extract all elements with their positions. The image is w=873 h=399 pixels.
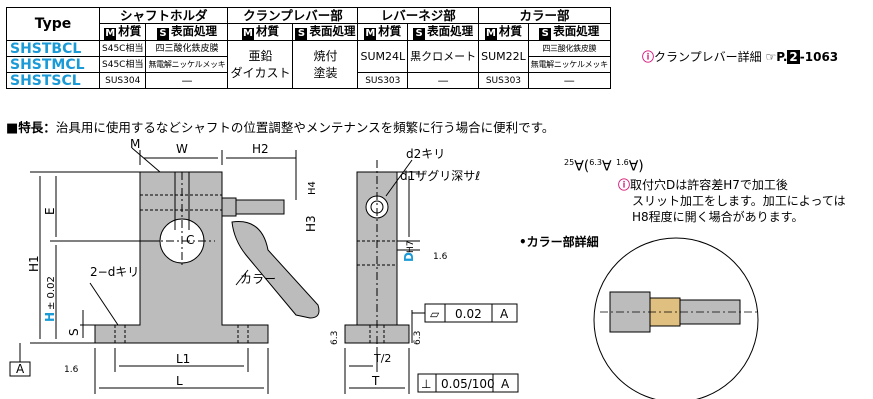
- label-c: C: [186, 233, 194, 247]
- label-perp: 0.05/100: [441, 377, 495, 391]
- clamp-material: 亜鉛ダイカスト: [227, 40, 294, 89]
- label-l1: L1: [176, 352, 190, 366]
- model-code: SHSTSCL: [6, 72, 100, 89]
- collar-surface: 無電解ニッケルメッキ: [527, 56, 611, 73]
- screw-surface: 黒クロメート: [407, 40, 480, 73]
- feature-text: ■特長：治具用に使用するなどシャフトの位置調整やメンテナンスを頻繁に行う場合に便…: [6, 120, 555, 136]
- flatness-symbol: ⏥: [430, 307, 440, 321]
- label-datum-a: A: [16, 362, 25, 376]
- label-hole: 2−dキリ: [90, 265, 139, 279]
- label-h1: H1: [27, 255, 41, 272]
- type-header: Type: [6, 7, 100, 41]
- page-ref-icon: ☞: [765, 50, 777, 64]
- label-e: E: [43, 207, 57, 215]
- holder-material: SUS304: [98, 72, 147, 89]
- roughness-symbols: 25∀(6.3∀ 1.6∀): [564, 158, 644, 175]
- mounting-hole-note: ⓘ取付穴Dは許容差H7で加工後 スリット加工をします。加工によっては H8程度に…: [618, 178, 846, 224]
- label-datum-a2: A: [500, 307, 509, 321]
- clamp-surface: 焼付塗装: [292, 40, 359, 89]
- screw-surface: —: [407, 72, 480, 89]
- label-rough-63a: 6.3: [330, 331, 340, 345]
- group-shaft-holder: シャフトホルダ: [98, 7, 229, 24]
- label-h7: H7: [406, 241, 416, 254]
- label-d1: d1ザグリ深サℓ: [400, 169, 480, 183]
- clamp-lever-reference[interactable]: ⓘクランプレバー詳細 ☞P.2-1063: [642, 50, 839, 64]
- collar-material: SUS303: [478, 72, 529, 89]
- label-flatness: 0.02: [455, 307, 482, 321]
- label-collar: カラー: [240, 272, 276, 286]
- label-h: H: [43, 312, 57, 322]
- collar-material: SUM22L: [478, 40, 529, 73]
- info-icon: ⓘ: [618, 178, 631, 192]
- holder-surface: —: [145, 72, 229, 89]
- label-h2: H2: [252, 142, 269, 156]
- label-rough-16b: 1.6: [64, 365, 79, 375]
- group-clamp-lever: クランプレバー部: [227, 7, 359, 24]
- label-h3: H3: [304, 215, 318, 232]
- label-w: W: [176, 142, 188, 156]
- label-t2: T/2: [373, 352, 391, 365]
- collar-surface: —: [527, 72, 611, 89]
- screw-material: SUM24L: [357, 40, 409, 73]
- label-h4: H4: [307, 181, 318, 195]
- label-rough-16: 1.6: [433, 252, 448, 262]
- group-collar: カラー部: [478, 7, 611, 24]
- model-code: SHSTBCL: [6, 40, 100, 57]
- label-t: T: [371, 374, 380, 388]
- info-icon: ⓘ: [642, 50, 655, 64]
- label-l: L: [176, 374, 183, 388]
- label-m: M: [130, 137, 140, 151]
- label-h-tol: ± 0.02: [46, 276, 57, 310]
- label-datum-a3: A: [501, 377, 510, 391]
- label-rough-63b: 6.3: [413, 331, 423, 345]
- label-s: S: [67, 328, 81, 336]
- label-d: D: [402, 252, 416, 262]
- collar-detail-title: •カラー部詳細: [519, 235, 599, 249]
- perpendicularity-symbol: ⊥: [421, 377, 431, 391]
- label-d2: d2キリ: [406, 147, 445, 161]
- square-bullet-icon: ■: [6, 121, 19, 136]
